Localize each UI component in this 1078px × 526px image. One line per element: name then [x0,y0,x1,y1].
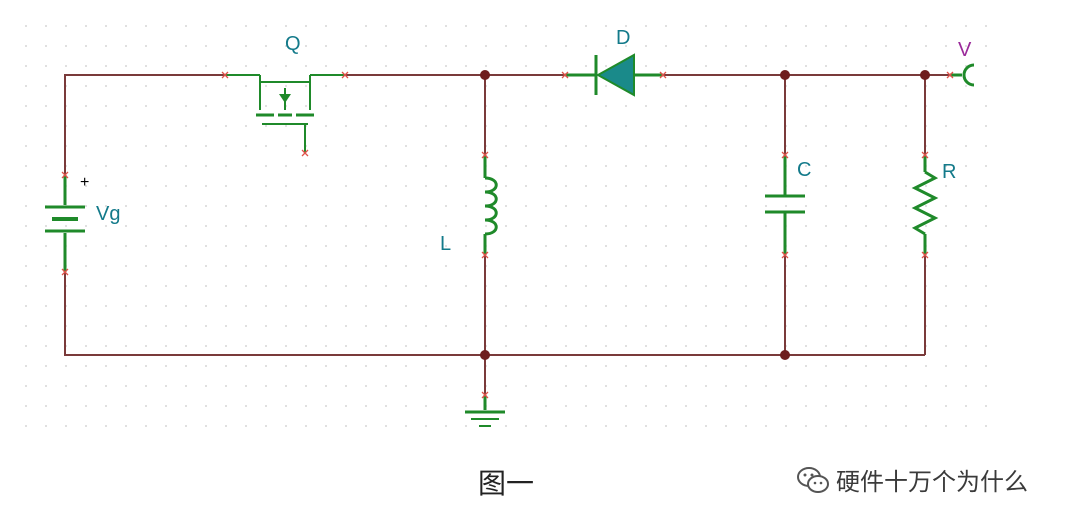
pin-marker [561,71,569,79]
pin-marker [61,268,69,276]
pin-marker [341,71,349,79]
capacitor-label: C [797,159,811,181]
pin-marker [221,71,229,79]
output-label: V [958,39,972,61]
pin-marker [301,149,309,157]
pin-marker [921,151,929,159]
pin-marker [481,391,489,399]
diode-label: D [616,27,630,49]
wechat-icon [797,466,829,493]
pin-marker [781,151,789,159]
pin-marker [659,71,667,79]
source-polarity-label: + [80,174,89,191]
output-port-symbol [950,63,975,87]
figure-caption: 图一 [478,467,535,500]
pin-marker [946,71,954,79]
junction-dot [780,70,790,80]
watermark: 硬件十万个为什么 [796,462,1028,497]
pin-marker [481,251,489,259]
wires [64,74,950,395]
junction-dot [480,70,490,80]
battery-symbol [45,175,85,272]
diode-symbol [565,53,663,97]
switch-label: Q [285,33,301,55]
junction-dot [480,350,490,360]
pin-marker [61,171,69,179]
capacitor-symbol [765,155,805,255]
inductor-symbol [483,155,498,255]
resistor-label: R [942,161,956,183]
ground-symbol [465,395,505,427]
watermark-text: 硬件十万个为什么 [836,468,1028,496]
mosfet-symbol [225,74,345,153]
inductor-label: L [440,233,451,255]
junction-dot [780,350,790,360]
resistor-symbol [911,155,939,255]
dot-grid [20,18,1005,438]
source-label: Vg [96,203,120,225]
pin-marker [781,251,789,259]
pin-marker [481,151,489,159]
junction-dots [480,70,930,360]
pin-markers [61,71,954,399]
junction-dot [920,70,930,80]
pin-marker [921,251,929,259]
